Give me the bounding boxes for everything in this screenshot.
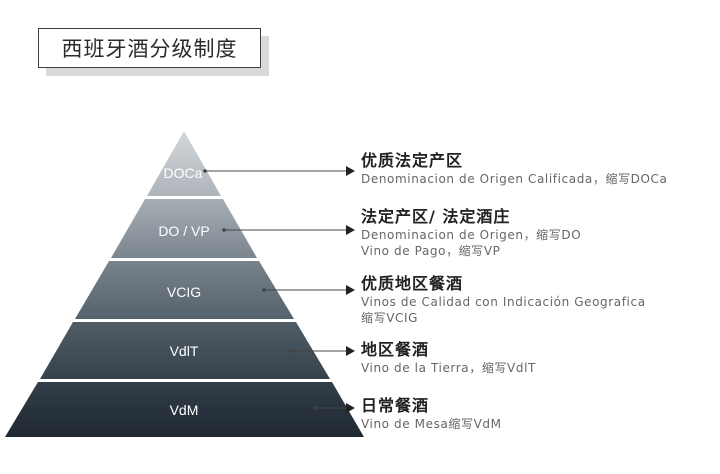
- desc-title: 法定产区/ 法定酒庄: [361, 207, 511, 226]
- desc-title: 日常餐酒: [361, 396, 430, 415]
- desc-title: 地区餐酒: [361, 340, 430, 359]
- tier-label-VdM: VdM: [170, 402, 199, 418]
- tier-DO-VP: [111, 199, 257, 258]
- desc-title: 优质法定产区: [361, 151, 464, 170]
- desc-VCIG: 优质地区餐酒 Vinos de Calidad con Indicación G…: [361, 274, 646, 326]
- connector-VdlT: [287, 346, 355, 356]
- desc-line: Vino de Mesa缩写VdM: [361, 417, 502, 431]
- tier-DOCa: [147, 131, 221, 196]
- desc-line: Vinos de Calidad con Indicación Geografi…: [361, 295, 646, 309]
- connector-VdM: [313, 403, 355, 413]
- desc-line: Denominacion de Origen Calificada，缩写DOCa: [361, 172, 668, 186]
- tier-label-DO-VP: DO / VP: [158, 223, 209, 239]
- tier-label-VdlT: VdlT: [170, 343, 199, 359]
- connector-DO-VP: [222, 225, 355, 235]
- desc-DO-VP: 法定产区/ 法定酒庄 Denominacion de Origen，缩写DO V…: [361, 207, 581, 259]
- connector-VCIG: [262, 285, 355, 295]
- desc-line: Vino de la Tierra，缩写VdlT: [361, 361, 536, 375]
- desc-title: 优质地区餐酒: [361, 274, 464, 293]
- tier-VdM: [5, 382, 364, 437]
- tier-VCIG: [75, 261, 294, 319]
- desc-VdM: 日常餐酒 Vino de Mesa缩写VdM: [361, 396, 502, 432]
- desc-line: Denominacion de Origen，缩写DO: [361, 228, 582, 242]
- desc-line: Vino de Pago，缩写VP: [361, 244, 501, 258]
- connector-DOCa: [203, 166, 355, 176]
- tier-label-DOCa: DOCa: [164, 165, 203, 181]
- desc-VdlT: 地区餐酒 Vino de la Tierra，缩写VdlT: [361, 340, 536, 376]
- tier-label-VCIG: VCIG: [167, 284, 201, 300]
- desc-line: 缩写VCIG: [361, 311, 419, 325]
- tier-VdlT: [40, 322, 330, 379]
- desc-DOCa: 优质法定产区 Denominacion de Origen Calificada…: [361, 151, 668, 187]
- page-title: 西班牙酒分级制度: [38, 28, 261, 68]
